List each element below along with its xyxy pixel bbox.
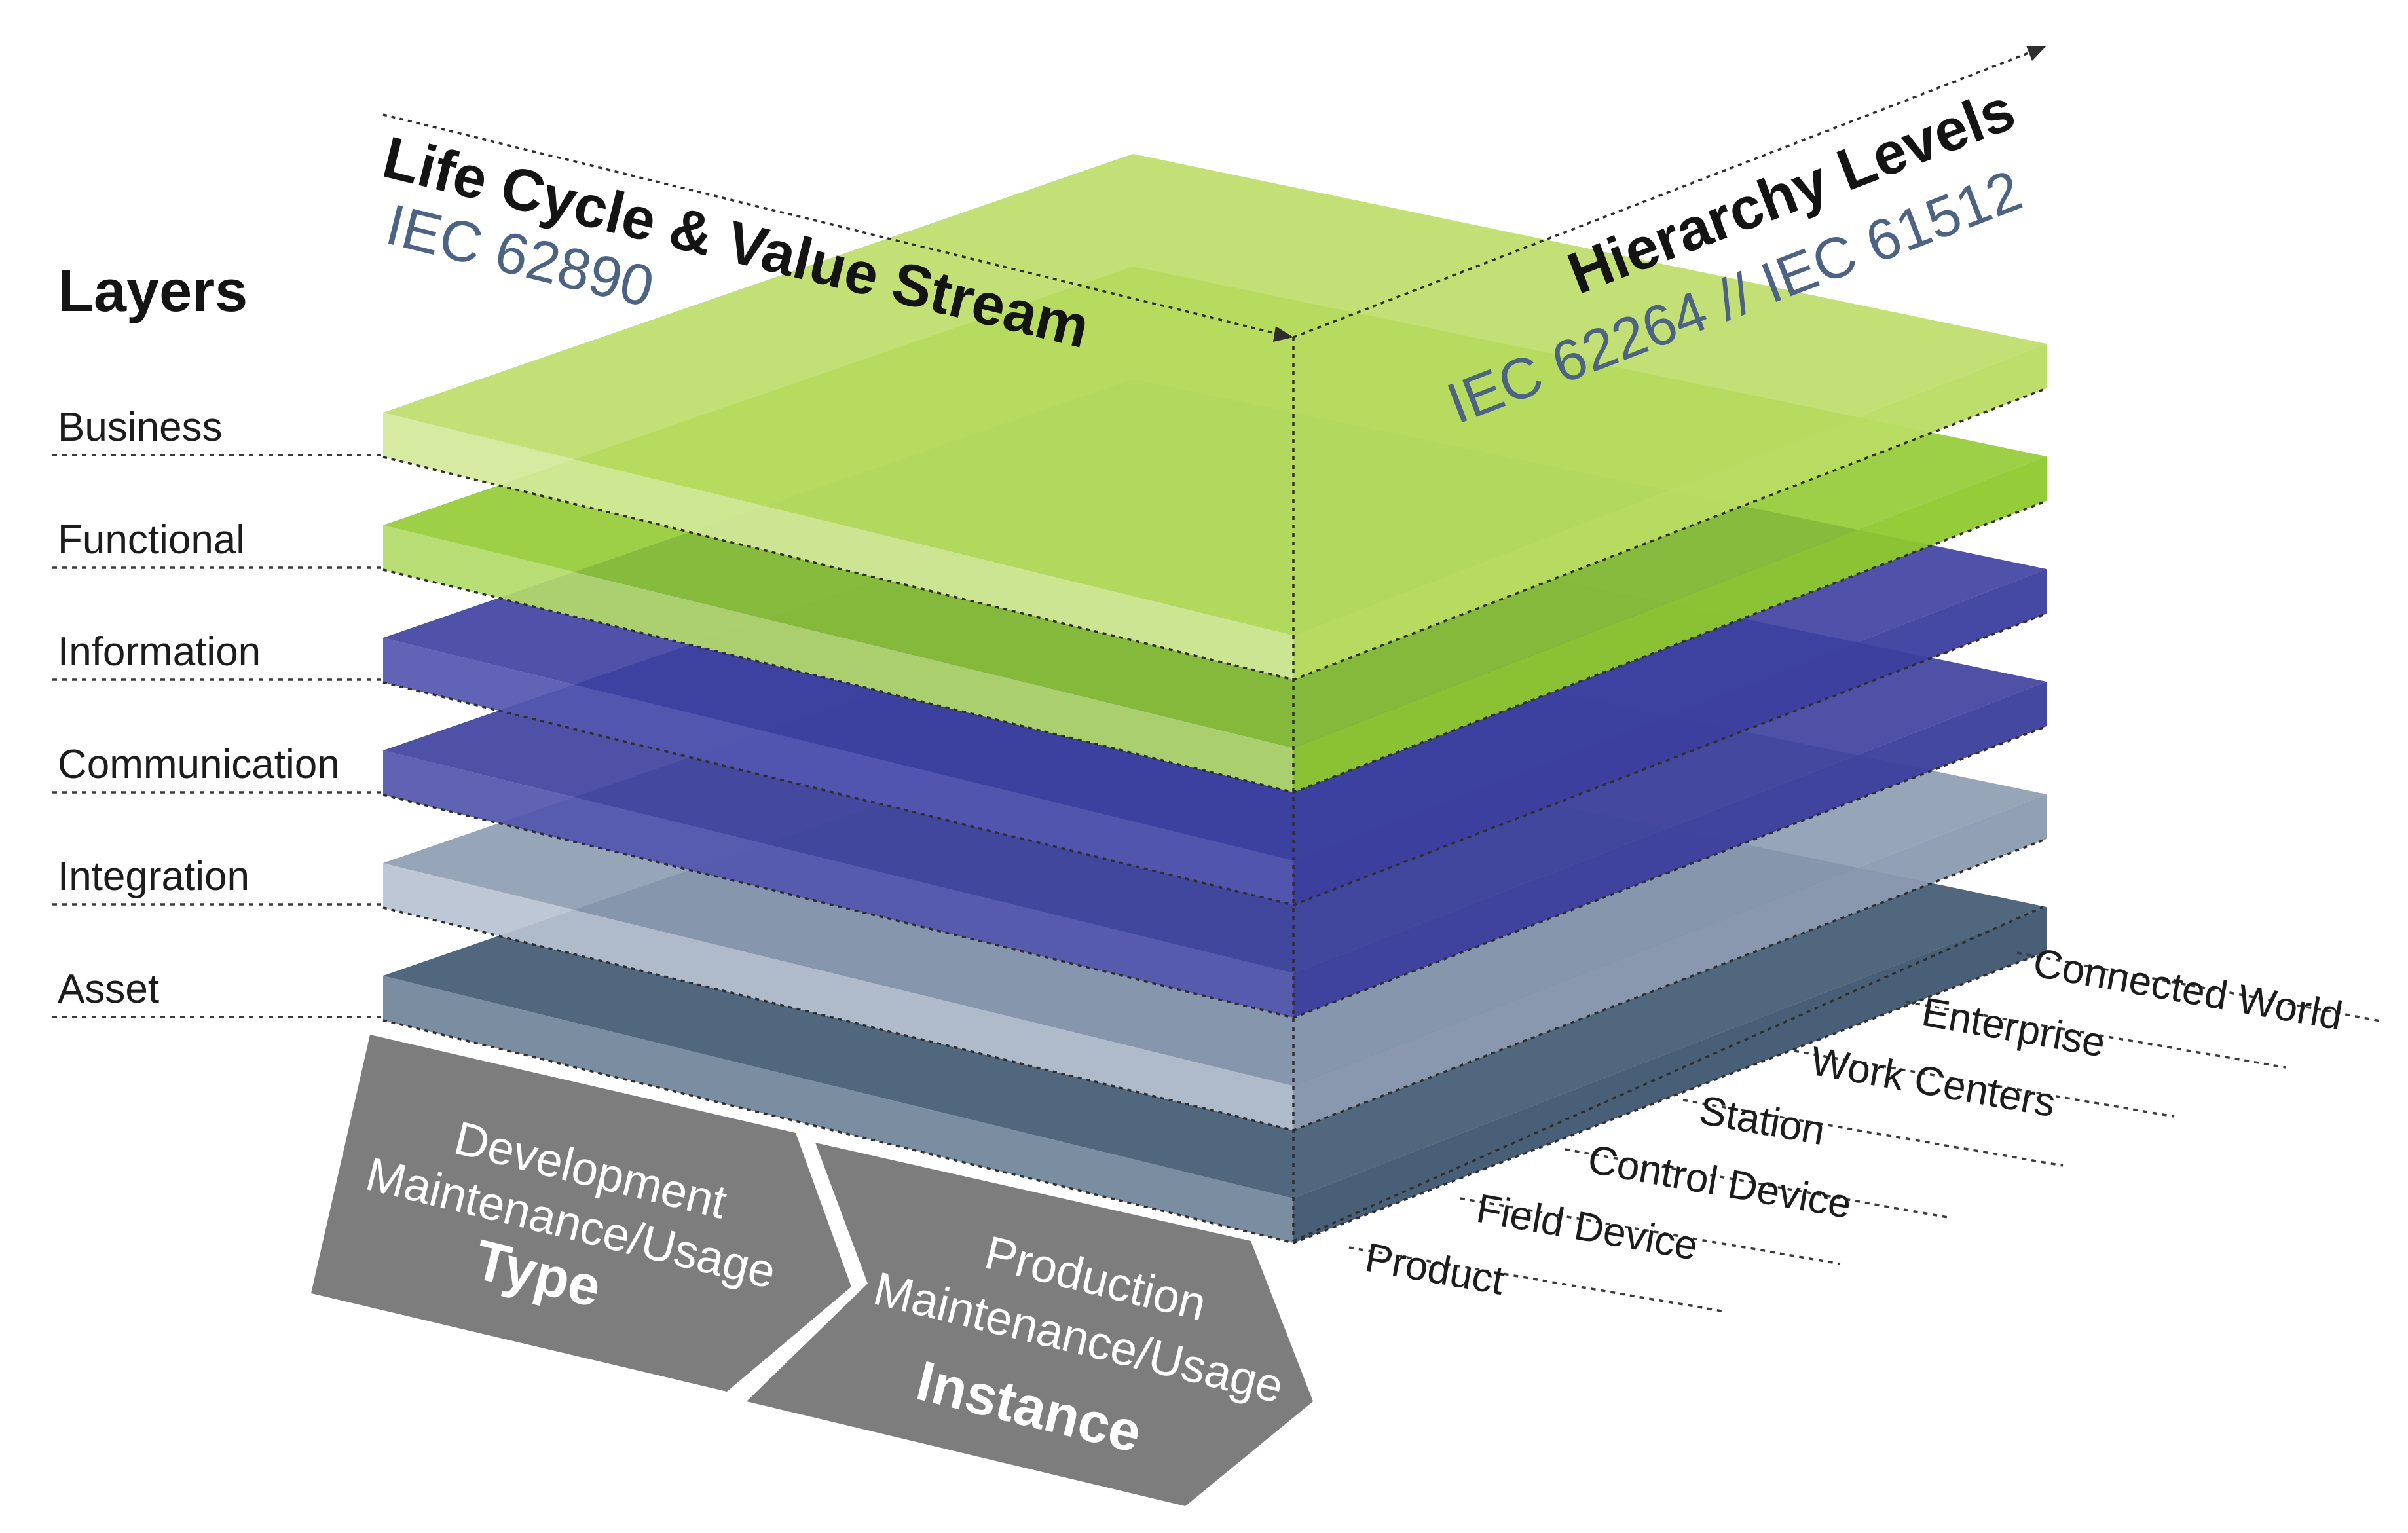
slab-edge-information [382,612,2047,906]
slab-business [382,154,2047,681]
layer-label-integration: Integration [58,854,250,899]
slab-right-face-functional [1293,456,2047,792]
hierarchy-level-product: Product [1362,1235,1508,1304]
hierarchy-level-field-device: Field Device [1473,1186,1701,1269]
slab-edge-communication [382,725,2047,1019]
slab-edge-asset [382,950,2047,1244]
slab-left-face-communication [383,750,1293,1018]
slab-right-face-asset [1293,907,2047,1243]
layer-label-business: Business [58,405,223,450]
hierarchy-guides [1348,951,2384,1313]
slab-left-face-integration [383,863,1293,1130]
cube-edges [1292,337,2044,1242]
slab-top-business [383,154,2047,635]
slab-right-face-communication [1293,682,2047,1018]
layer-label-functional: Functional [58,517,245,563]
layer-label-asset: Asset [58,967,159,1012]
slab-left-face-business [383,413,1293,680]
layers-title: Layers [58,259,248,324]
type-phase-arrow [311,1035,851,1392]
layer-label-communication: Communication [58,742,340,787]
slab-left-face-functional [383,525,1293,792]
axis-arrows [382,46,2047,342]
slab-right-face-information [1293,569,2047,905]
hierarchy-level-enterprise: Enterprise [1919,989,2109,1066]
instance-phase-arrow [747,1143,1313,1506]
layer-slabs [382,154,2047,1244]
hierarchy-level-station: Station [1696,1088,1828,1154]
slab-right-face-business [1293,344,2047,680]
layer-label-information: Information [58,629,261,674]
slab-right-face-integration [1293,794,2047,1130]
layer-guides [52,454,383,1018]
slab-left-face-information [383,638,1293,905]
slab-left-face-asset [383,976,1293,1243]
